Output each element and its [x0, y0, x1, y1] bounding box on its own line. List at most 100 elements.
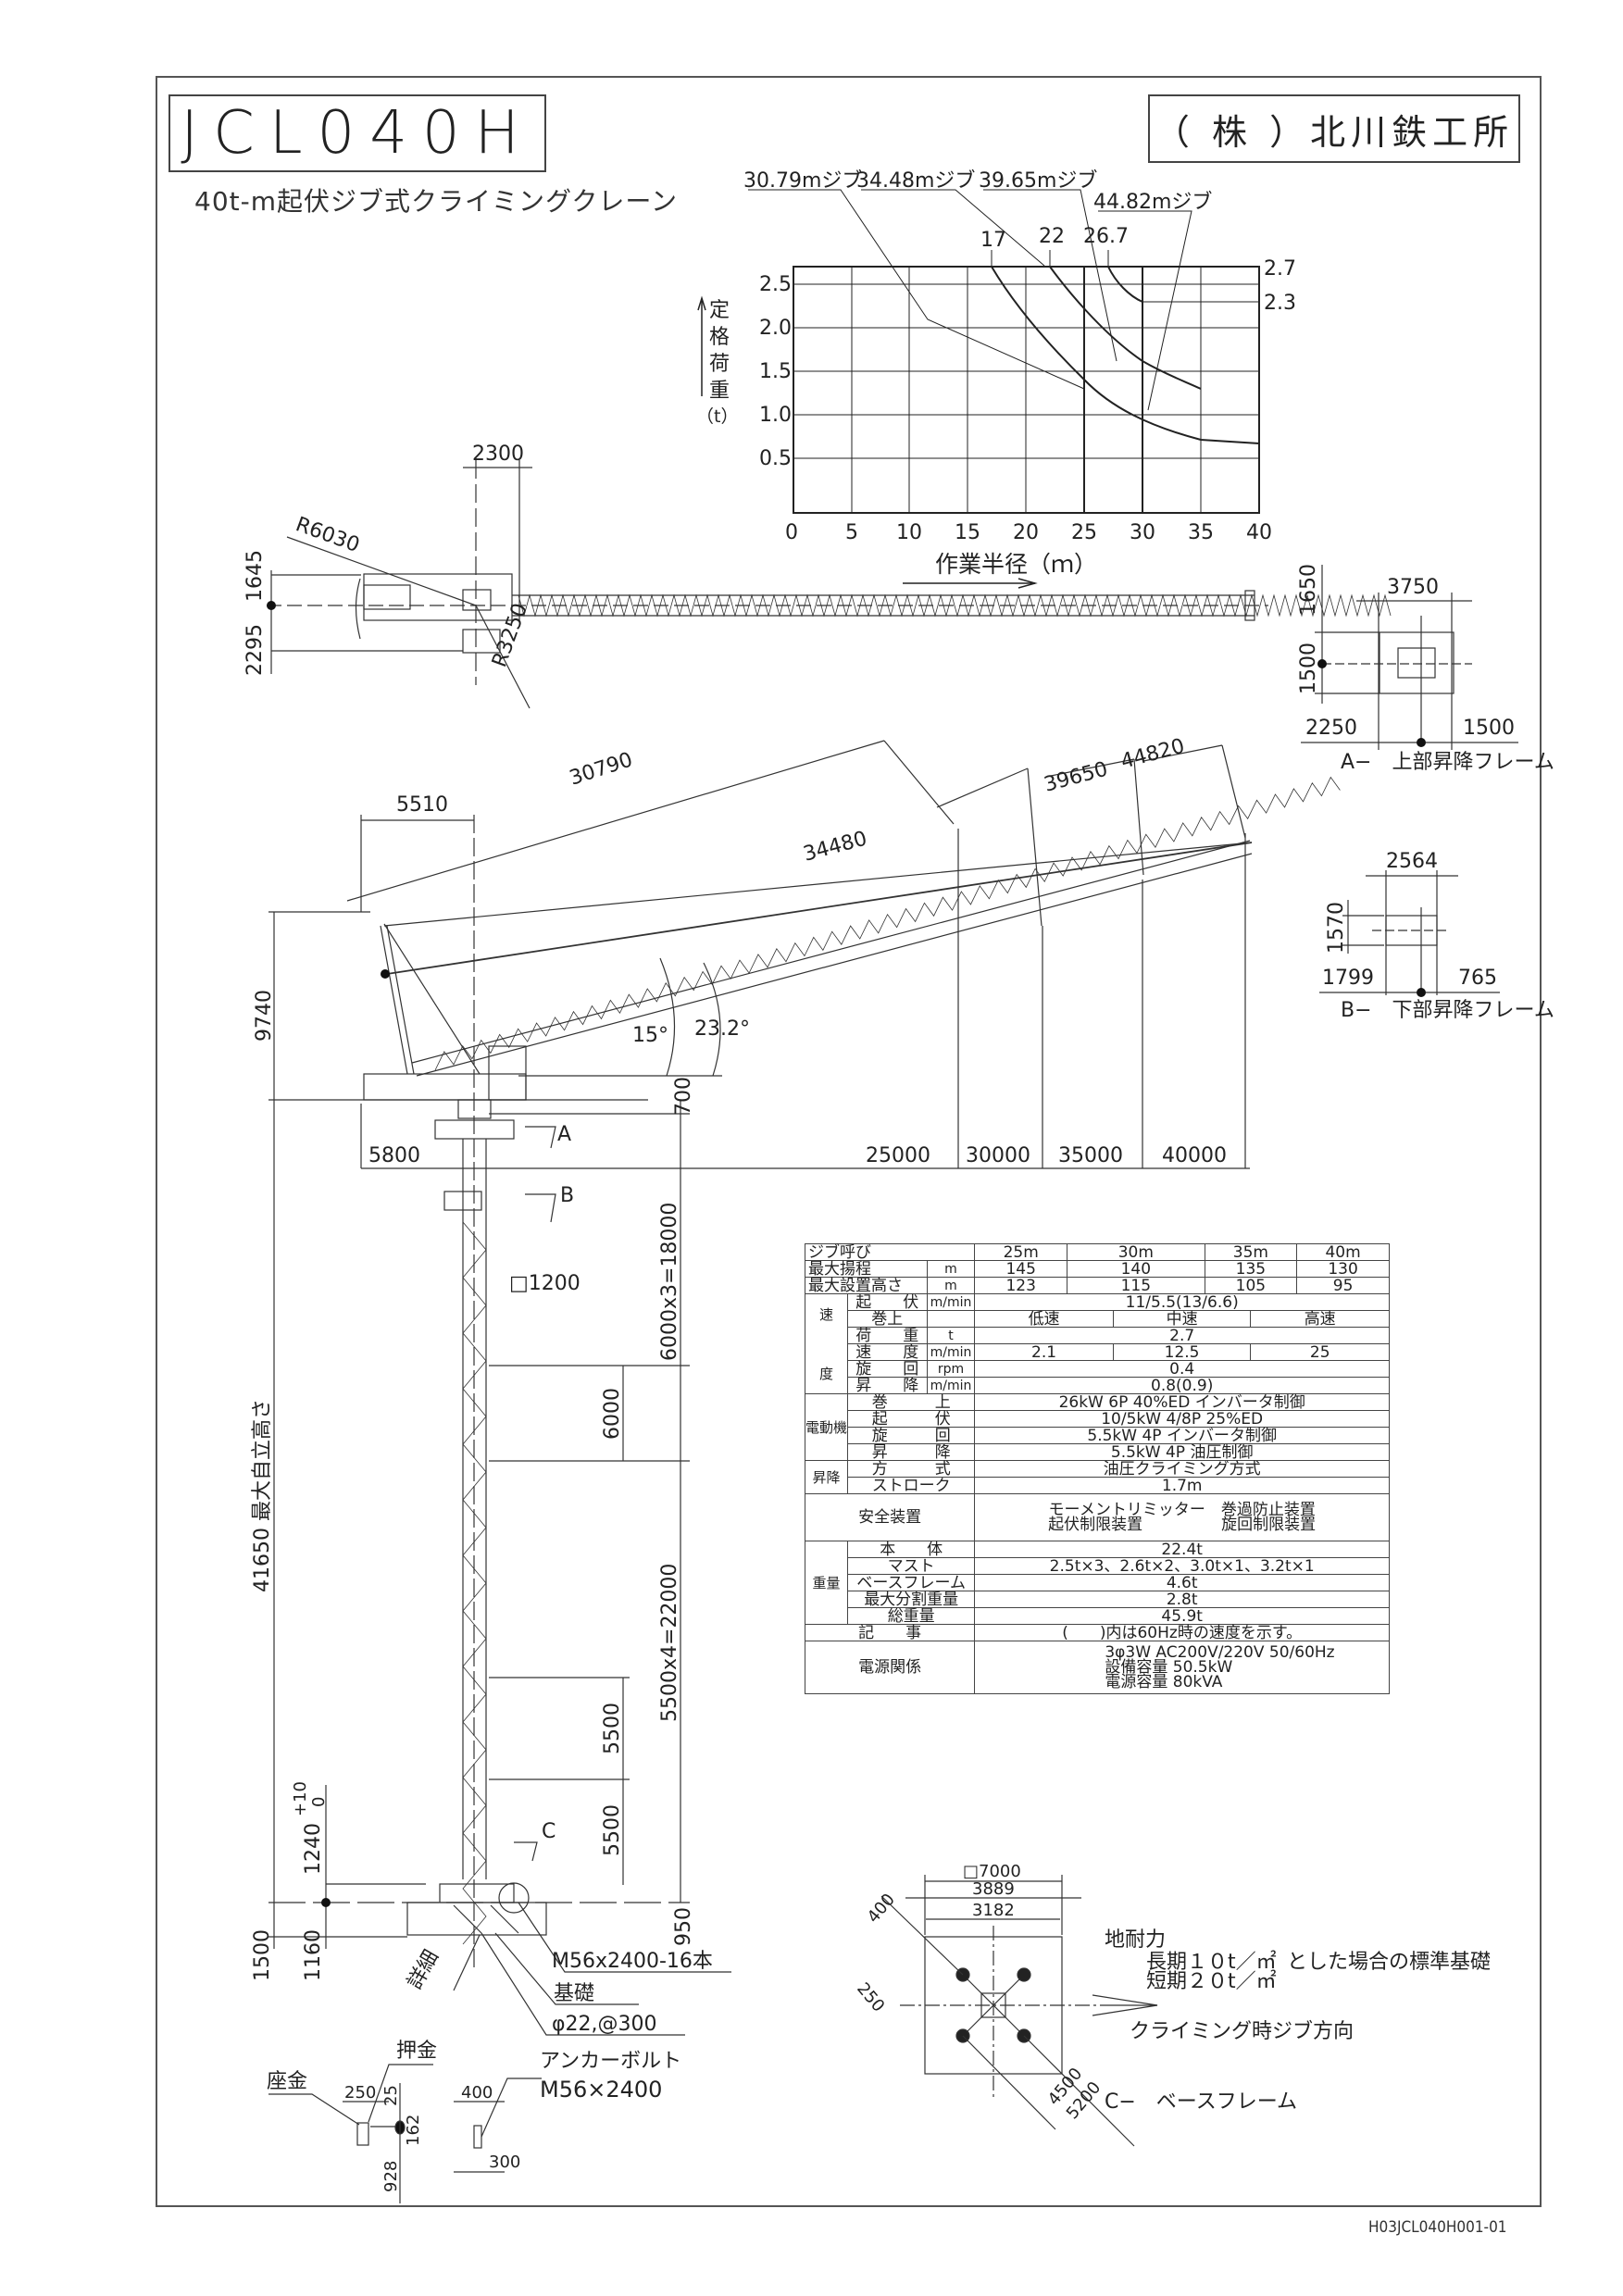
- weight-label: 本 体: [847, 1541, 976, 1558]
- cell: 2.5t×3、2.6t×2、3.0t×1、3.2t×1: [974, 1557, 1390, 1575]
- cell: 1.7m: [974, 1477, 1390, 1494]
- model-title: JCL040H: [169, 94, 546, 172]
- table-row: ベースフレーム 4.6t: [805, 1574, 1390, 1591]
- table-row: 速 度 m/min 2.1 12.5 25: [805, 1343, 1390, 1361]
- table-row: 起 伏 10/5kW 4/8P 25%ED: [805, 1410, 1390, 1428]
- cell: 115: [1066, 1277, 1205, 1294]
- safety-label: 安全装置: [804, 1493, 976, 1541]
- weight-label: ベースフレーム: [847, 1574, 976, 1591]
- dim-r6030: R6030: [293, 513, 363, 557]
- y-tick: 1.5: [759, 360, 792, 383]
- hoist-load-label: 荷 重: [847, 1327, 928, 1344]
- dim-39650: 39650: [1042, 758, 1110, 797]
- dim-44820: 44820: [1118, 735, 1187, 774]
- frame-a-dim-2250: 2250: [1305, 717, 1357, 740]
- luffing-label: 起 伏: [847, 1293, 928, 1311]
- weight-label: 最大分割重量: [847, 1591, 976, 1608]
- press-label: 押金: [396, 2040, 437, 2063]
- drawing-frame: [156, 76, 1542, 2207]
- cell: 140: [1066, 1260, 1205, 1278]
- table-row: 荷 重 t 2.7: [805, 1327, 1390, 1344]
- cell: 4.6t: [974, 1574, 1390, 1591]
- bearing-long: 長期１０t／㎡: [1146, 1950, 1277, 1974]
- y-tick: 1.0: [759, 404, 792, 427]
- model-subtitle: 40t-m起伏ジブ式クライミングクレーン: [194, 186, 679, 217]
- dim-18000: 6000x3=18000: [658, 1203, 681, 1361]
- tol-zero: 0: [309, 1797, 329, 1807]
- section-mark-b: B: [560, 1184, 574, 1207]
- unit: rpm: [926, 1360, 976, 1378]
- detail-dim-928: 928: [381, 2161, 401, 2192]
- detail-dim-300: 300: [489, 2152, 520, 2172]
- x-tick: 20: [1013, 521, 1039, 544]
- anchor-detail: [268, 2064, 542, 2203]
- table-row: 旋 回 rpm 0.4: [805, 1360, 1390, 1378]
- right-label-27: 2.7: [1264, 257, 1296, 281]
- cell: 低速: [974, 1310, 1114, 1328]
- cell: 5.5kW 4P 油圧制御: [974, 1443, 1390, 1461]
- unit: m: [926, 1260, 976, 1278]
- cell: 145: [974, 1260, 1067, 1278]
- table-row: 電動機 巻 上 26kW 6P 40%ED インバータ制御: [804, 1393, 1390, 1461]
- max-lift-label: 最大揚程: [805, 1260, 928, 1278]
- x-tick: 35: [1188, 521, 1214, 544]
- hoist-speed-label: 速 度: [847, 1343, 928, 1361]
- stroke-label: ストローク: [847, 1477, 976, 1494]
- mast-section-size: □1200: [509, 1272, 581, 1295]
- top-label-267: 26.7: [1083, 225, 1129, 248]
- cell: 22.4t: [974, 1541, 1390, 1558]
- cell: 135: [1204, 1260, 1298, 1278]
- climb-speed-label: 昇 降: [847, 1377, 928, 1394]
- frame-c-dim-3182: 3182: [972, 1901, 1015, 1920]
- power-label: 電源関係: [804, 1641, 976, 1694]
- cell: 123: [974, 1277, 1067, 1294]
- y-axis-unit: （t）: [696, 406, 738, 427]
- cell: 26kW 6P 40%ED インバータ制御: [974, 1393, 1390, 1411]
- unit: m: [926, 1277, 976, 1294]
- unit: m/min: [926, 1343, 976, 1361]
- table-row: 昇 降 m/min 0.8(0.9): [805, 1377, 1390, 1394]
- company-name: （ 株 ）北川鉄工所: [1148, 94, 1520, 163]
- dim-5800: 5800: [368, 1144, 420, 1167]
- foundation-callout: 基礎: [554, 1982, 594, 2005]
- dim-5510: 5510: [396, 793, 448, 817]
- dim-34480: 34480: [801, 828, 869, 867]
- y-tick: 2.5: [759, 273, 792, 296]
- y-axis-char: 定: [709, 299, 730, 322]
- frame-c-view: [880, 1875, 1158, 2147]
- jib-label-39: 39.65mジブ: [979, 169, 1097, 193]
- frame-b-dim-1799: 1799: [1322, 967, 1374, 990]
- dim-5500a: 5500: [601, 1703, 624, 1754]
- x-tick: 25: [1071, 521, 1097, 544]
- frame-c-title: C− ベースフレーム: [1105, 2090, 1297, 2114]
- motor-label: 昇 降: [847, 1443, 976, 1461]
- dim-1240: 1240: [302, 1823, 325, 1875]
- top-label-22: 22: [1039, 225, 1065, 248]
- rebar-callout: φ22,@300: [552, 2013, 657, 2036]
- y-axis-char: 荷: [709, 353, 730, 376]
- frame-c-dim-3889: 3889: [972, 1879, 1015, 1899]
- dim-9740: 9740: [253, 990, 276, 1042]
- remarks-label: 記 事: [804, 1624, 976, 1641]
- table-row: ストローク 1.7m: [805, 1477, 1390, 1494]
- dim-5500b: 5500: [601, 1804, 624, 1856]
- dim-950: 950: [672, 1907, 695, 1946]
- frame-a-view: [1301, 565, 1518, 750]
- motor-label: 巻 上: [847, 1393, 976, 1411]
- frame-c-dim-7000: □7000: [963, 1862, 1021, 1881]
- x-tick: 0: [785, 521, 798, 544]
- table-row: 昇 降 5.5kW 4P 油圧制御: [805, 1443, 1390, 1461]
- table-row: 旋 回 5.5kW 4P インバータ制御: [805, 1427, 1390, 1444]
- frame-b-dim-1570: 1570: [1325, 902, 1348, 954]
- frame-b-dim-765: 765: [1458, 967, 1497, 990]
- jib-direction-label: クライミング時ジブ方向: [1130, 2020, 1354, 2043]
- dim-2300: 2300: [472, 443, 524, 466]
- y-tick: 2.0: [759, 317, 792, 340]
- x-tick: 15: [955, 521, 980, 544]
- jib-name-label: ジブ呼び: [804, 1243, 976, 1261]
- weight-label: 総重量: [847, 1607, 976, 1625]
- dim-6000: 6000: [601, 1388, 624, 1440]
- plan-view: [267, 460, 1392, 709]
- bearing-title: 地耐力: [1105, 1928, 1166, 1952]
